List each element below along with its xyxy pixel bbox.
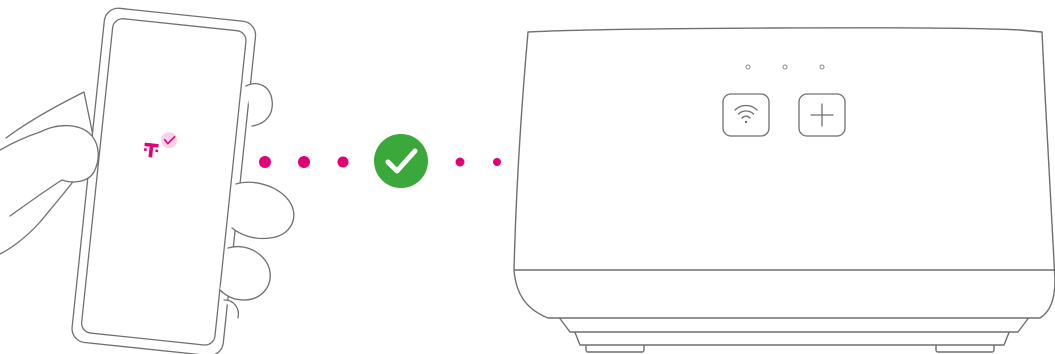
hand-finger-1 <box>246 84 272 126</box>
status-led <box>746 65 750 69</box>
hand-finger-2 <box>232 182 294 238</box>
connection-success-badge <box>374 134 428 188</box>
hand-holding-phone <box>0 7 294 354</box>
router-body <box>514 28 1055 318</box>
connection-dots-left <box>259 156 349 168</box>
connection-dot <box>259 156 271 168</box>
connection-dot <box>298 156 310 168</box>
status-led <box>820 65 824 69</box>
router-device <box>514 28 1055 352</box>
hand-finger-3 <box>220 247 270 300</box>
add-button[interactable] <box>799 94 845 136</box>
connection-dot <box>493 158 501 166</box>
status-led <box>783 65 787 69</box>
connection-dot <box>338 157 349 168</box>
connection-dot <box>456 158 465 167</box>
wifi-button[interactable] <box>723 94 769 136</box>
